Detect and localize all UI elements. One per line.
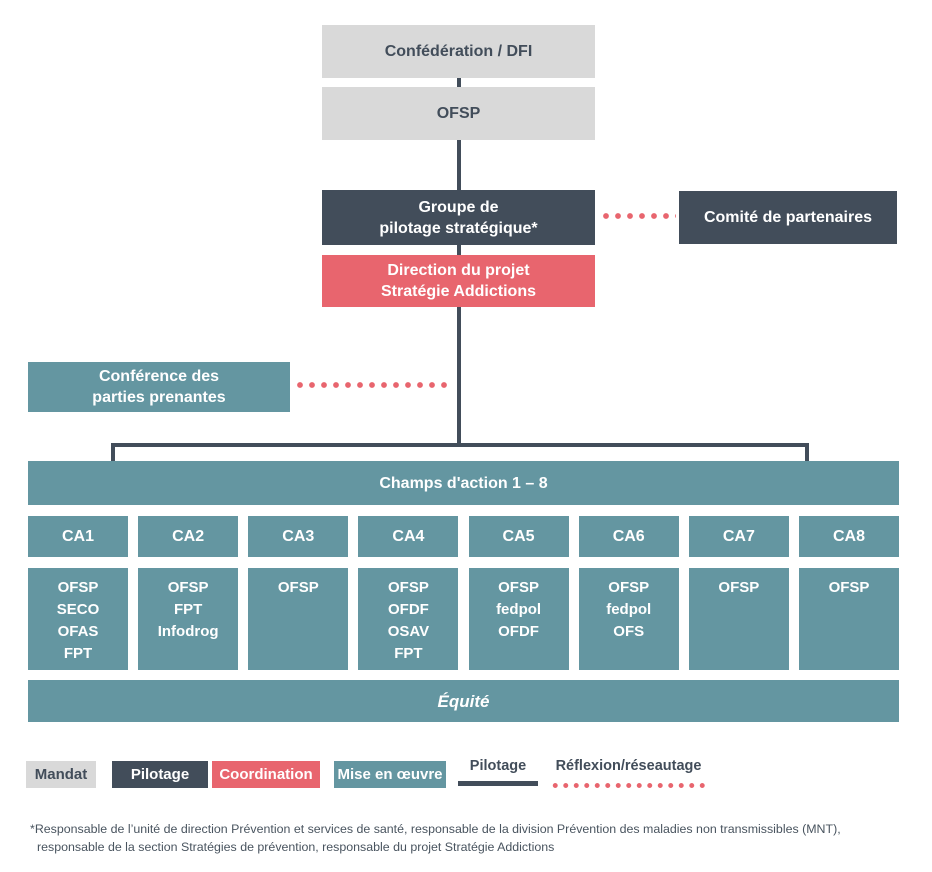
ca-box-ca6: CA6 (578, 516, 679, 557)
legend-swatch-mise-en-oeuvre: Mise en œuvre (334, 761, 446, 788)
org-box-ca4: OFSP OFDF OSAV FPT (358, 568, 459, 670)
org-label: OFSP (57, 579, 99, 596)
org-label: OFSP (828, 579, 870, 596)
legend-swatch-mandat: Mandat (26, 761, 96, 788)
org-box-ca3: OFSP (248, 568, 349, 670)
connector-bracket (111, 443, 809, 461)
org-label: OFDF (498, 623, 539, 640)
connector-dotted-stakeholder-conference (294, 381, 452, 389)
org-box-ca8: OFSP (798, 568, 899, 670)
ca-box-ca3: CA3 (248, 516, 349, 557)
ca-box-ca2: CA2 (138, 516, 239, 557)
org-label: fedpol (606, 601, 652, 618)
box-equity: Équité (28, 680, 899, 722)
box-stakeholder-conference: Conférence des parties prenantes (28, 362, 290, 412)
legend-swatch-coordination: Coordination (212, 761, 320, 788)
org-label: OFSP (498, 579, 539, 596)
org-box-ca1: OFSP SECO OFAS FPT (28, 568, 128, 670)
box-action-fields-header: Champs d'action 1 – 8 (28, 461, 899, 505)
footnote-line-1: *Responsable de l’unité de direction Pré… (30, 822, 841, 836)
org-label: OSAV (387, 623, 430, 640)
org-label: OFS (613, 623, 645, 640)
org-label: OFSP (388, 579, 429, 596)
box-steering-group: Groupe de pilotage stratégique* (322, 190, 595, 245)
org-label: Infodrog (157, 623, 219, 640)
legend-label-pilotage-line: Pilotage (469, 758, 527, 774)
box-ofsp: OFSP (322, 87, 595, 140)
org-label: OFSP (608, 579, 650, 596)
box-project-direction: Direction du projet Stratégie Addictions (322, 255, 595, 307)
org-label: SECO (56, 601, 100, 618)
org-box-ca7: OFSP (688, 568, 789, 670)
box-confederation-dfi: Confédération / DFI (322, 25, 595, 78)
org-label: OFDF (388, 601, 429, 618)
ca-box-ca4: CA4 (358, 516, 459, 557)
ca-box-ca5: CA5 (468, 516, 569, 557)
ca-box-ca7: CA7 (688, 516, 789, 557)
org-label: OFAS (57, 623, 99, 640)
ca-box-ca8: CA8 (798, 516, 899, 557)
org-label: OFSP (718, 579, 760, 596)
org-box-ca2: OFSP FPT Infodrog (138, 568, 239, 670)
org-label: fedpol (496, 601, 542, 618)
footnote-line-2: responsable de la section Stratégies de … (37, 840, 555, 854)
legend-dotted-line (550, 782, 707, 789)
connector-dotted-partner-committee (600, 212, 676, 220)
legend-solid-line (458, 781, 538, 786)
org-label: FPT (63, 645, 93, 662)
org-label: FPT (173, 601, 203, 618)
box-partner-committee: Comité de partenaires (679, 191, 897, 244)
ca-box-ca1: CA1 (28, 516, 128, 557)
org-label: FPT (394, 645, 423, 662)
org-label: OFSP (167, 579, 209, 596)
legend-label-reflexion: Réflexion/réseautage (555, 758, 702, 774)
org-label: OFSP (277, 579, 319, 596)
legend-swatch-pilotage: Pilotage (112, 761, 208, 788)
